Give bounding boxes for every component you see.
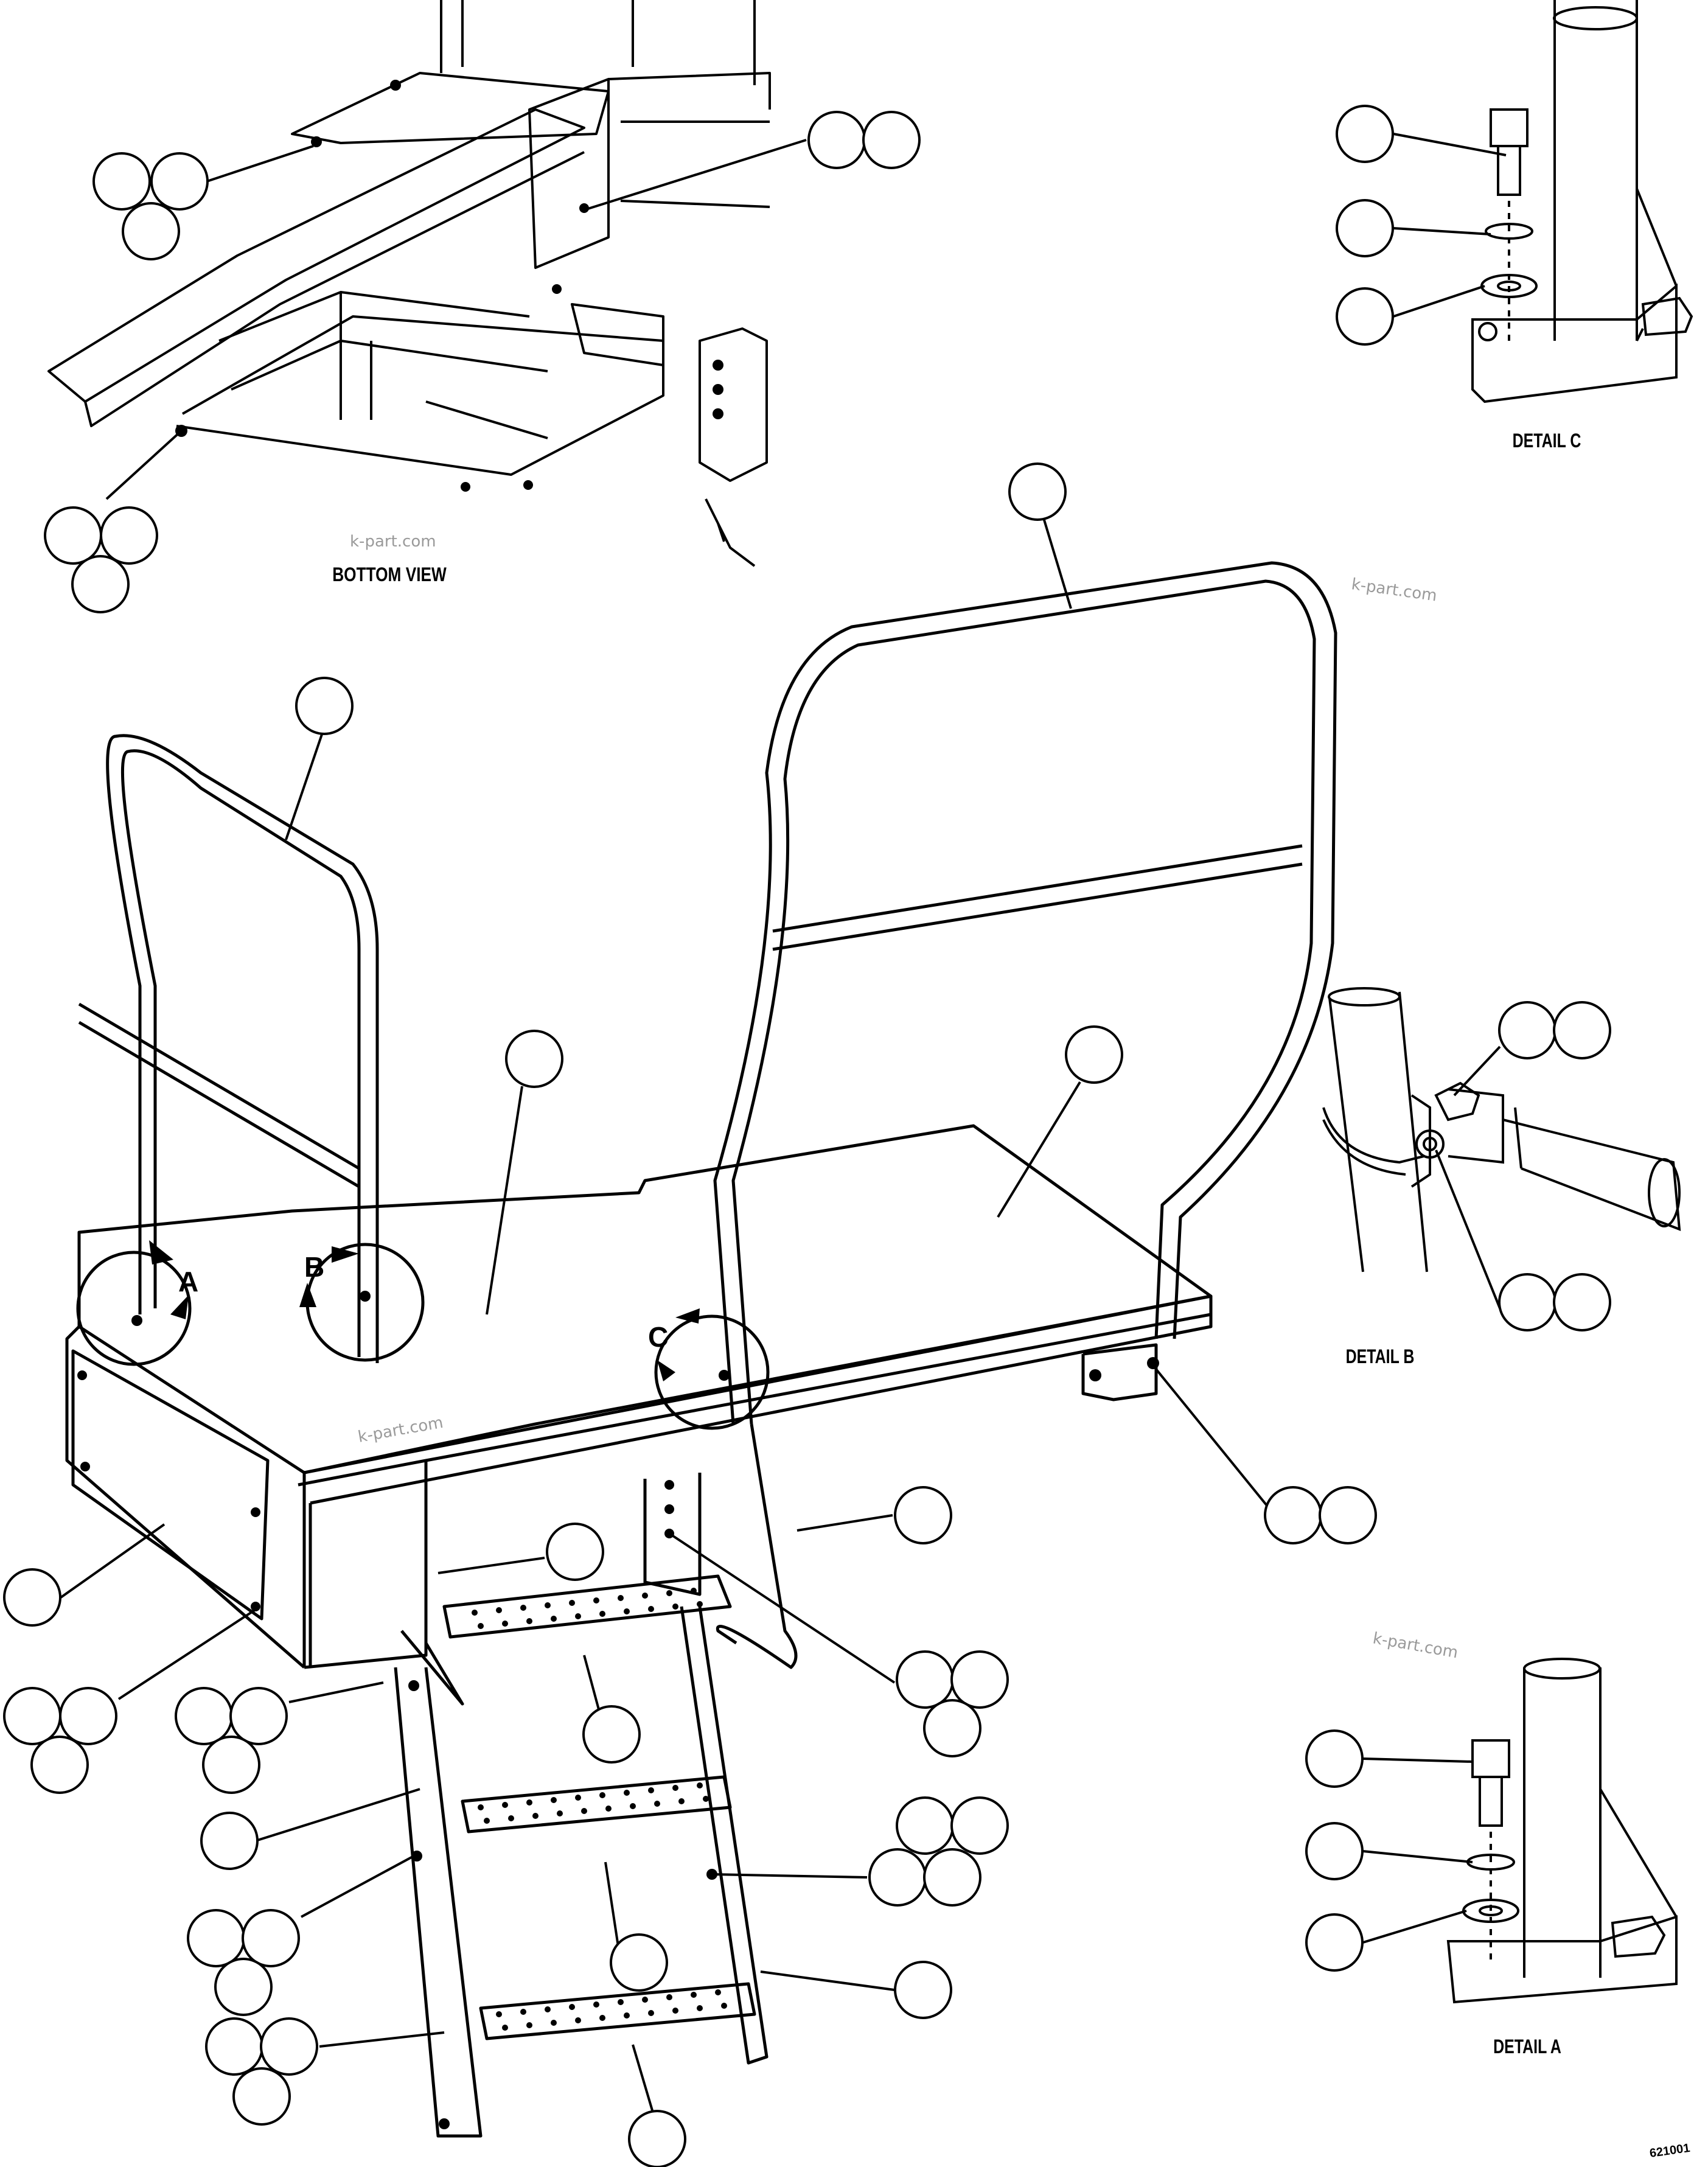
bottom-view-label: BOTTOM VIEW xyxy=(332,565,447,586)
detail-b-drawing xyxy=(1322,987,1681,1272)
watermark-4: k-part.com xyxy=(1372,1629,1460,1662)
watermark-1: k-part.com xyxy=(350,532,436,551)
detail-c-drawing xyxy=(1471,0,1693,403)
callout-a-label: A xyxy=(178,1266,198,1297)
platform-drawing xyxy=(65,561,1337,2138)
detail-a-label: DETAIL A xyxy=(1493,2036,1561,2058)
bottom-view-drawing xyxy=(47,0,771,567)
step-perforations xyxy=(472,1588,727,2031)
leader-lines xyxy=(60,133,1507,2127)
platform-fasteners xyxy=(77,1291,1159,2129)
callout-arrows xyxy=(149,1240,700,1381)
detail-c-label: DETAIL C xyxy=(1513,430,1581,452)
watermark-3: k-part.com xyxy=(357,1414,445,1446)
detail-a-drawing xyxy=(1446,1658,1678,2004)
detail-b-label: DETAIL B xyxy=(1346,1346,1415,1368)
callout-balloons xyxy=(3,105,1611,2167)
watermark-2: k-part.com xyxy=(1350,575,1438,605)
callout-c-label: C xyxy=(648,1321,668,1353)
drawing-number: 621001 xyxy=(1649,2141,1691,2160)
callout-b-label: B xyxy=(304,1251,324,1283)
